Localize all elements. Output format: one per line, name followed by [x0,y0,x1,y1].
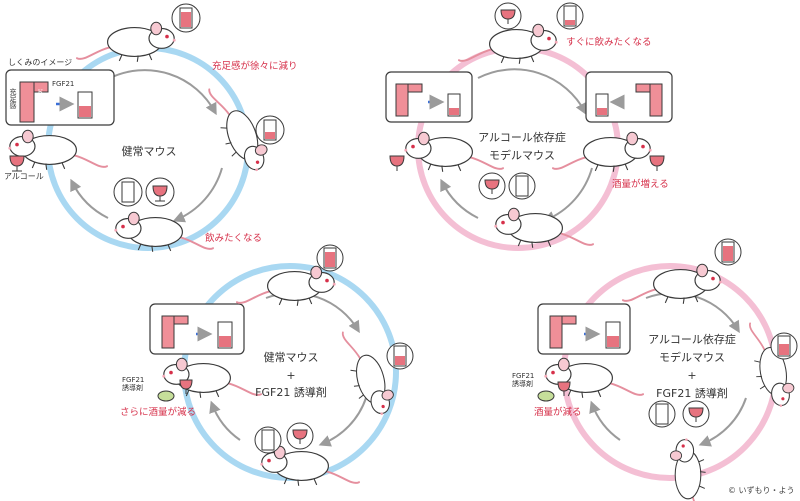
step-want-soon: すぐに飲みたくなる [566,37,652,48]
pill-icon [157,390,175,402]
glass-icon [179,379,193,394]
cycle-arrow-icon [542,167,593,223]
panel-healthy-inducer [149,244,414,487]
cycle-arrow-icon [698,397,747,447]
glass-icon [484,179,500,194]
step-amount-decrease-more: さらに酒量が減る [120,407,197,418]
panel-healthy [5,3,285,253]
cycle-arrow-icon [109,69,217,116]
cycle-arrow-icon [589,400,621,441]
inducer-label: FGF21 誘導剤 [512,372,535,389]
panel-title-plus: + [286,369,296,382]
cycle-arrow-icon [477,68,587,116]
cycle-arrow-icon [440,178,479,219]
panel-title-healthy: 健常マウス [121,145,177,158]
glass-icon [152,185,168,202]
pill-icon [537,390,555,402]
glass-icon [9,155,25,172]
step-want-drink: 飲みたくなる [205,233,263,244]
satiety-label: 充足感 [9,88,18,109]
credit: © いずもり・よう [728,486,795,495]
step-amount-increase: 酒量が増える [612,179,669,190]
panel-title-dependence-line2: モデルマウス [489,149,555,162]
mouse-icon [76,21,177,63]
glass-icon [688,407,704,422]
glass-icon [649,155,665,171]
bottle-gauge-icon [121,181,135,203]
panel-dependence-inducer [537,238,798,501]
mechanism-heading: しくみのイメージ [8,58,73,67]
panel-title-dependence-inducer-line1: アルコール依存症 [648,333,736,346]
mouse-icon [458,23,559,65]
panel-title-plus: + [687,369,697,382]
cycle-arrow-icon [209,400,241,441]
mouse-icon [161,357,262,399]
fgf21-label: FGF21 [52,80,75,88]
glass-icon [500,9,516,24]
glass-icon [389,155,405,171]
panel-title-dependence-inducer-line2: モデルマウス [659,351,725,364]
mouse-icon [7,129,108,171]
step-satiety-decrease: 充足感が徐々に減り [212,61,298,72]
dopamine-tank-icon [19,81,35,123]
inducer-label: FGF21 誘導剤 [122,376,145,393]
cycle-arrow-icon [318,397,367,447]
cycle-arrow-icon [645,292,740,334]
dopamine-label: ドーパミン [36,88,45,123]
panel-title-dependence-inducer-line3: FGF21 誘導剤 [656,387,728,400]
alcohol-label: アルコール [4,172,44,181]
panel-dependence [385,2,673,251]
mouse-icon [746,316,798,412]
panel-title-healthy-inducer-line2: FGF21 誘導剤 [255,386,327,399]
step-amount-decrease: 酒量が減る [534,407,582,418]
panel-title-dependence-line1: アルコール依存症 [478,131,566,144]
cycle-arrow-icon [70,178,109,219]
cycle-arrow-icon [172,167,223,223]
mouse-icon [669,437,707,501]
mouse-icon [543,357,644,399]
panel-title-healthy-inducer-line1: 健常マウス [263,351,319,364]
glass-icon [292,429,308,444]
glass-icon [557,381,571,396]
